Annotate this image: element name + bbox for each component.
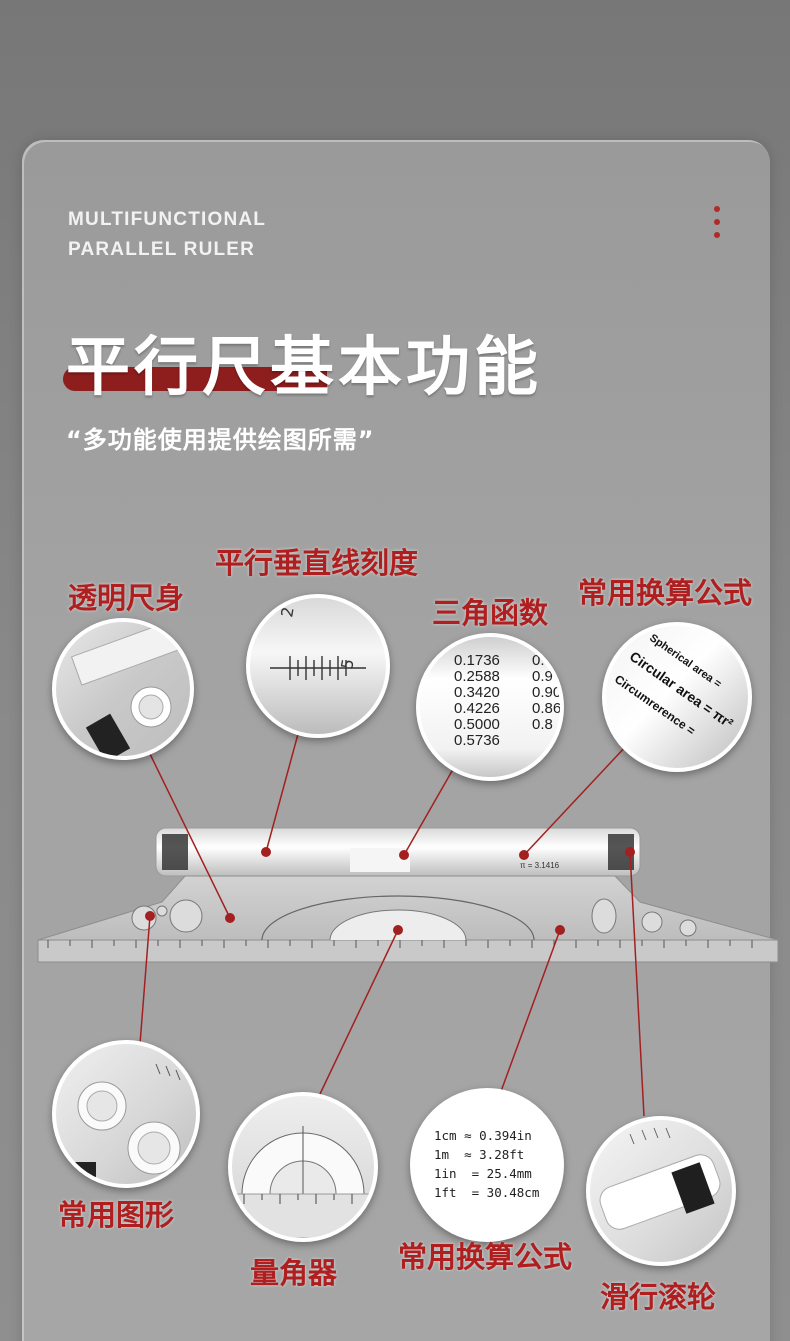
- conversion-m-ft: 1m ≈ 3.28ft: [434, 1147, 525, 1162]
- ruler-body: [37, 875, 779, 963]
- connector-lines: [139, 733, 645, 1117]
- label-formulas-top: 常用换算公式: [578, 576, 753, 610]
- label-common-shapes: 常用图形: [58, 1198, 175, 1232]
- transparent-body-photo: [52, 618, 194, 760]
- label-trig-functions: 三角函数: [432, 596, 549, 630]
- pi-mark: π = 3.1416: [520, 861, 560, 870]
- page-title: 平行尺基本功能: [66, 331, 542, 405]
- formulas-photo: Spherical area = Circular area = πr² Cir…: [602, 622, 752, 772]
- scale-number-top: 2: [277, 605, 297, 618]
- protractor-photo: [228, 1092, 378, 1242]
- conversion-in-mm: 1in = 25.4mm: [434, 1166, 532, 1181]
- trig-values-col2: 0.9 0.9 0.90 0.86 0.8: [532, 652, 562, 733]
- title-underline-bar: [63, 367, 327, 391]
- menu-dots-icon: [714, 206, 722, 245]
- common-shapes-photo: [52, 1040, 200, 1188]
- parallel-scale-photo: 2 5: [246, 594, 390, 738]
- connector-dots: [145, 847, 635, 935]
- label-transparent-body: 透明尺身: [68, 581, 185, 615]
- label-conversions-bottom: 常用换算公式: [398, 1240, 573, 1274]
- english-heading-line1: MULTIFUNCTIONAL: [68, 209, 267, 230]
- conversion-ft-cm: 1ft = 30.48cm: [434, 1185, 540, 1200]
- roller-tube: π = 3.1416: [155, 827, 641, 877]
- page-subtitle: “多功能使用提供绘图所需”: [66, 426, 375, 454]
- conversion-cm-in: 1cm ≈ 0.394in: [434, 1128, 532, 1143]
- rolling-wheel-photo: [586, 1116, 736, 1266]
- conversion-list: 1cm ≈ 0.394in 1m ≈ 3.28ft 1in = 25.4mm 1…: [434, 1126, 539, 1202]
- trig-values-col1: 0.1736 0.2588 0.3420 0.4226 0.5000 0.573…: [454, 652, 500, 749]
- trig-table-photo: 0.1736 0.2588 0.3420 0.4226 0.5000 0.573…: [416, 633, 564, 781]
- label-rolling-wheel: 滑行滚轮: [600, 1280, 717, 1314]
- scale-number-bottom: 5: [337, 657, 357, 670]
- label-parallel-scale: 平行垂直线刻度: [215, 546, 419, 580]
- label-protractor: 量角器: [250, 1256, 338, 1290]
- conversions-photo: 1cm ≈ 0.394in 1m ≈ 3.28ft 1in = 25.4mm 1…: [410, 1088, 564, 1242]
- english-heading-line2: PARALLEL RULER: [68, 239, 256, 260]
